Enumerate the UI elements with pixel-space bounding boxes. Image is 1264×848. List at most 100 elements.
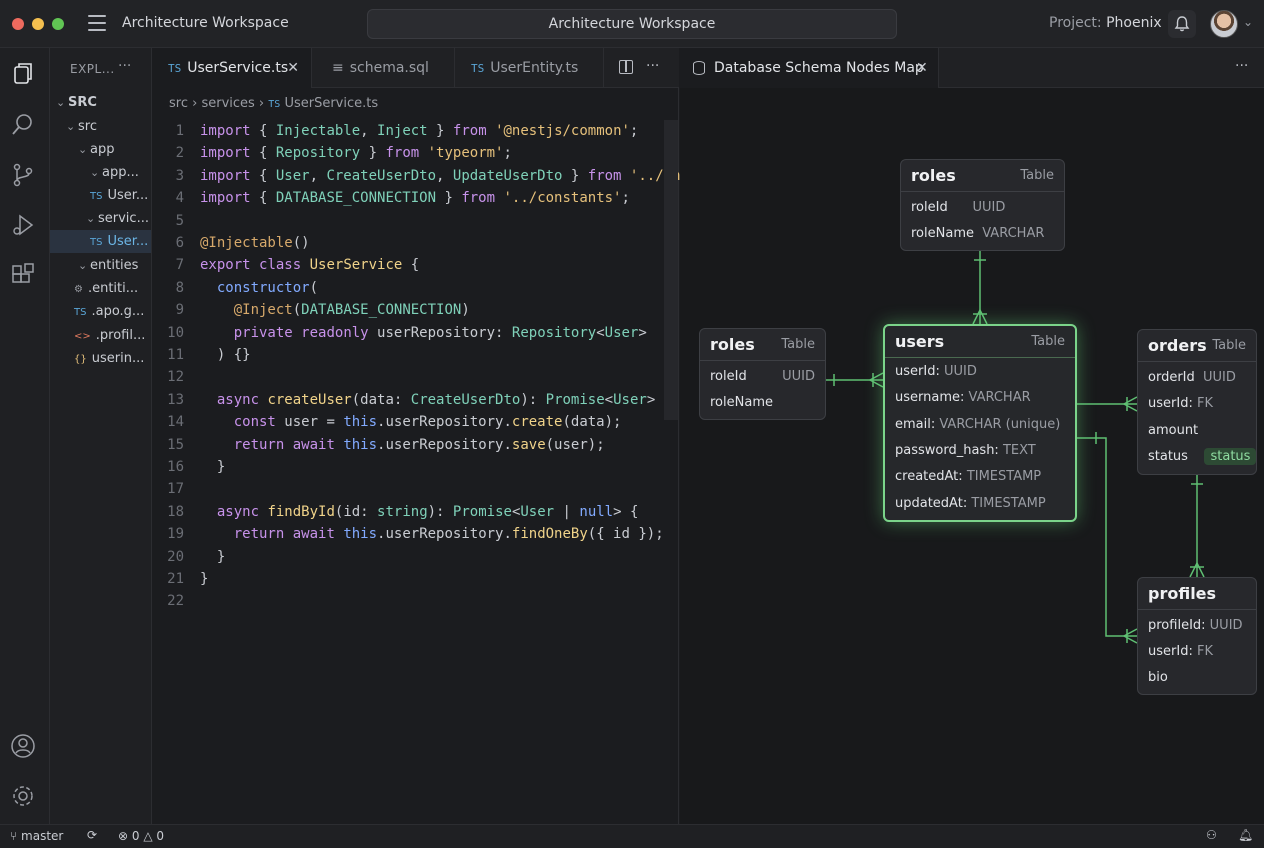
problems-indicator[interactable]: ⊗ 0 △ 0 [118,829,164,843]
code-line[interactable]: 16 } [152,456,679,478]
code-line[interactable]: 11 ) {} [152,344,679,366]
tree-folder[interactable]: ⌄SRC [50,91,151,114]
table-node-profiles[interactable]: profiles profileId: UUID userId: FK bio [1137,577,1257,695]
tree-file[interactable]: <>.profil... [50,324,151,347]
tree-file[interactable]: {}userin... [50,347,151,370]
tree-file[interactable]: ⚙.entiti... [50,277,151,300]
search-icon[interactable] [9,110,37,138]
field-row: profileId: UUID [1148,618,1243,633]
more-actions-icon[interactable]: ··· [1235,58,1249,74]
tree-folder[interactable]: ⌄src [50,115,151,138]
git-branch-indicator[interactable]: ⑂ master [10,829,63,843]
tree-file[interactable]: TS.apo.g... [50,300,151,323]
explorer-files-icon[interactable] [9,60,37,88]
table-node-orders[interactable]: orders Table orderId UUID userId: FK amo… [1137,329,1257,475]
database-icon [693,61,705,75]
user-avatar[interactable] [1210,10,1238,38]
hamburger-menu-icon[interactable] [88,15,106,31]
code-line[interactable]: 19 return await this.userRepository.find… [152,523,679,545]
table-name: roles [911,166,956,185]
tree-folder[interactable]: ⌄servic... [50,207,151,230]
tree-item-label: SRC [68,95,97,110]
tab-database-schema[interactable]: Database Schema Nodes Map ✕ [680,48,939,88]
close-window-button[interactable] [12,18,24,30]
line-number: 15 [167,436,184,453]
line-number: 17 [167,481,184,498]
tab-schema-sql[interactable]: ≡schema.sql [312,48,455,88]
tree-folder[interactable]: ⌄app... [50,161,151,184]
schema-diagram-panel: Database Schema Nodes Map ✕ ··· [680,48,1264,824]
line-number: 18 [167,503,184,520]
code-line[interactable]: 5 [152,210,679,232]
notifications-button[interactable] [1168,10,1196,38]
code-text: import { Injectable, Inject } from '@nes… [200,123,639,139]
notifications-icon[interactable]: 🔔︎ [1238,828,1254,842]
chevron-down-icon[interactable]: ⌄ [56,96,66,109]
chevron-down-icon[interactable]: ⌄ [86,212,96,225]
field-row: status status [1148,448,1257,465]
code-line[interactable]: 15 return await this.userRepository.save… [152,434,679,456]
code-line[interactable]: 13 async createUser(data: CreateUserDto)… [152,389,679,411]
run-debug-icon[interactable] [9,211,37,239]
sync-icon[interactable]: ⟳ [87,828,98,842]
remote-icon[interactable]: ⚇ [1206,828,1217,842]
field-row: roleName [710,395,773,410]
chevron-down-icon[interactable]: ⌄ [90,166,100,179]
table-node-roles-top[interactable]: roles Table roleId UUID roleName VARCHAR [900,159,1065,251]
code-line[interactable]: 21} [152,568,679,590]
code-line[interactable]: 10 private readonly userRepository: Repo… [152,322,679,344]
close-tab-icon[interactable]: ✕ [287,60,299,76]
split-editor-icon[interactable] [619,60,633,74]
account-icon[interactable] [9,732,37,760]
code-text: @Inject(DATABASE_CONNECTION) [233,302,470,319]
line-number: 9 [175,302,184,319]
code-line[interactable]: 9 @Inject(DATABASE_CONNECTION) [152,299,679,321]
chevron-down-icon[interactable]: ⌄ [66,120,76,133]
tree-folder[interactable]: ⌄entities [50,254,151,277]
code-line[interactable]: 12 [152,366,679,388]
code-line[interactable]: 22 [152,590,679,612]
command-center-search[interactable]: Architecture Workspace [367,9,897,39]
editor-scrollbar[interactable] [664,120,678,420]
status-badge: status [1204,448,1257,465]
code-line[interactable]: 8 constructor( [152,277,679,299]
settings-gear-icon[interactable] [9,782,37,810]
breadcrumb-file[interactable]: UserService.ts [284,96,379,111]
breadcrumb-segment[interactable]: src [169,96,188,111]
minimize-window-button[interactable] [32,18,44,30]
code-line[interactable]: 18 async findById(id: string): Promise<U… [152,501,679,523]
code-line[interactable]: 17 [152,478,679,500]
chevron-down-icon[interactable]: ⌄ [1243,15,1254,29]
activity-bar [0,48,50,824]
extensions-icon[interactable] [9,261,37,289]
more-actions-icon[interactable]: ··· [118,58,132,74]
breadcrumb-segment[interactable]: services [201,96,255,111]
chevron-down-icon[interactable]: ⌄ [78,259,88,272]
tree-item-label: userin... [91,351,145,366]
maximize-window-button[interactable] [52,18,64,30]
source-control-icon[interactable] [9,161,37,189]
file-type-icon: TS [74,307,87,318]
warning-count: 0 [156,829,165,843]
code-line[interactable]: 20 } [152,546,679,568]
tree-item-label: entities [90,258,139,273]
code-line[interactable]: 14 const user = this.userRepository.crea… [152,411,679,433]
chevron-down-icon[interactable]: ⌄ [78,143,88,156]
edge-users-profiles [1077,437,1137,637]
code-line[interactable]: 6@Injectable() [152,232,679,254]
more-actions-icon[interactable]: ··· [646,58,660,74]
project-label[interactable]: Project: Phoenix [1049,15,1162,31]
tree-folder[interactable]: ⌄app [50,138,151,161]
close-tab-icon[interactable]: ✕ [916,60,928,76]
